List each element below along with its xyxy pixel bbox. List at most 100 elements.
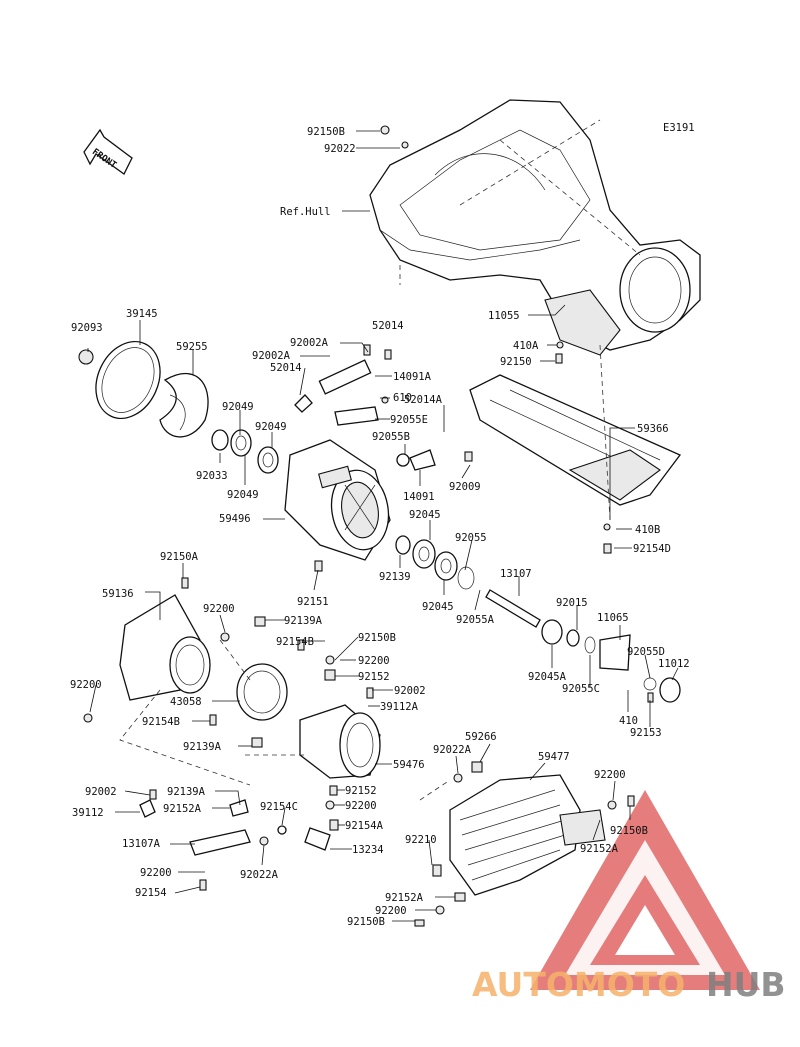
steering-linkage	[139, 799, 331, 856]
part-label: 92150B	[307, 126, 345, 138]
part-label: 92200	[594, 769, 626, 781]
part-label: 39145	[126, 308, 158, 320]
watermark-left: AUTOMOTO	[472, 965, 685, 1004]
part-label: 14091	[403, 491, 435, 503]
part-label: 59136	[102, 588, 134, 600]
part-label: 92139A	[167, 786, 206, 798]
part-label: 39112A	[380, 701, 419, 713]
part-label: 59477	[538, 751, 570, 763]
part-label: 52014	[270, 362, 302, 374]
part-label: 59255	[176, 341, 208, 353]
part-label: 59366	[637, 423, 669, 435]
hull-outline	[369, 99, 701, 356]
part-label: 13107A	[122, 838, 161, 850]
part-label: 92022A	[240, 869, 279, 881]
part-label: 92150B	[347, 916, 385, 928]
part-label: 92055C	[562, 683, 600, 695]
part-label: 43058	[170, 696, 202, 708]
part-label: 92154A	[345, 820, 384, 832]
part-label: 610	[393, 392, 412, 404]
part-label: 92139A	[284, 615, 323, 627]
part-label: 52014	[372, 320, 404, 332]
part-label: 92045	[422, 601, 454, 613]
nozzle-assembly	[119, 594, 381, 779]
watermark-logo	[530, 790, 760, 990]
part-label: 59496	[219, 513, 251, 525]
part-label: 92150B	[610, 825, 648, 837]
reverse-bucket	[449, 774, 606, 896]
part-label: 92045	[409, 509, 441, 521]
front-arrow-icon: FRONT	[83, 128, 133, 175]
part-label: 92210	[405, 834, 437, 846]
part-label: 92154	[135, 887, 167, 899]
part-label: 92022A	[433, 744, 472, 756]
part-label: 92152	[358, 671, 390, 683]
part-label: 92009	[449, 481, 481, 493]
part-label: 92200	[345, 800, 377, 812]
part-label: 92154D	[633, 543, 671, 555]
part-label: 92055D	[627, 646, 665, 658]
part-label: 92150B	[358, 632, 396, 644]
part-label: 39112	[72, 807, 104, 819]
part-label: 11012	[658, 658, 690, 670]
small-hardware	[83, 125, 654, 927]
part-label: 92022	[324, 143, 356, 155]
part-label: 92055A	[456, 614, 495, 626]
part-label: 92154B	[142, 716, 180, 728]
part-label: 92150A	[160, 551, 199, 563]
part-label: 92055B	[372, 431, 410, 443]
part-label: 11055	[488, 310, 520, 322]
part-label: 92002	[85, 786, 117, 798]
part-label: 410B	[635, 524, 660, 536]
ride-plate	[469, 374, 682, 506]
part-label: 92152A	[163, 803, 202, 815]
part-label: 13107	[500, 568, 532, 580]
part-label: 59266	[465, 731, 497, 743]
part-label: 92154B	[276, 636, 314, 648]
part-label: 92152A	[580, 843, 619, 855]
part-label: 92033	[196, 470, 228, 482]
impeller-assembly	[78, 340, 279, 474]
part-label: 92153	[630, 727, 662, 739]
part-label: 92200	[70, 679, 102, 691]
part-label: 11065	[597, 612, 629, 624]
leader-lines	[87, 130, 679, 922]
part-label: 92200	[358, 655, 390, 667]
part-label: 92055	[455, 532, 487, 544]
part-label: 92093	[71, 322, 103, 334]
part-label: 92150	[500, 356, 532, 368]
part-label: Ref.Hull	[280, 206, 331, 218]
diagram-code: E3191	[663, 122, 695, 134]
part-label: 92015	[556, 597, 588, 609]
part-label: 92139A	[183, 741, 222, 753]
part-label: 92154C	[260, 801, 298, 813]
part-labels: E3191 92150B 92022 Ref.Hull 11055 410A 9…	[70, 122, 695, 928]
part-label: 92002	[394, 685, 426, 697]
watermark-right: HUB	[706, 965, 786, 1004]
part-label: 14091A	[393, 371, 432, 383]
part-label: 92049	[222, 401, 254, 413]
part-label: 92200	[140, 867, 172, 879]
part-label: 92002A	[290, 337, 329, 349]
part-label: 92152	[345, 785, 377, 797]
part-label: 92055E	[390, 414, 428, 426]
part-label: 92045A	[528, 671, 567, 683]
part-label: 92002A	[252, 350, 291, 362]
drive-shaft-bearings	[395, 535, 681, 703]
cooling-fittings	[294, 359, 436, 471]
part-label: 92152A	[385, 892, 424, 904]
part-label: 52014A	[404, 394, 443, 406]
part-label: 92049	[255, 421, 287, 433]
part-label: 92139	[379, 571, 411, 583]
part-label: 92049	[227, 489, 259, 501]
part-label: 410A	[513, 340, 539, 352]
part-label: 92200	[375, 905, 407, 917]
part-label: 13234	[352, 844, 384, 856]
part-label: 410	[619, 715, 638, 727]
watermark-text: AUTOMOTO HUB	[472, 965, 786, 1004]
part-label: 59476	[393, 759, 425, 771]
part-label: 92151	[297, 596, 329, 608]
pump-case	[284, 439, 391, 561]
